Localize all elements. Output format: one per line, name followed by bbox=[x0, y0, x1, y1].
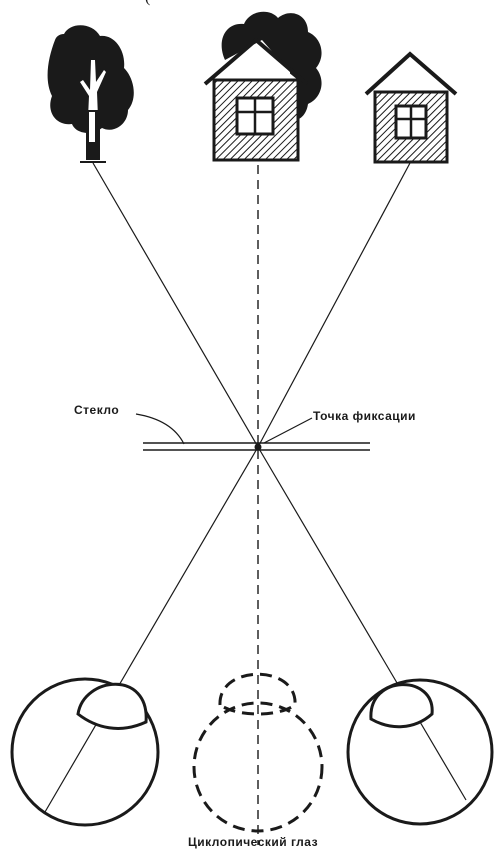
sight-line-right-house bbox=[258, 163, 410, 447]
right-house-icon bbox=[366, 54, 456, 162]
fixation-point-label: Точка фиксации bbox=[313, 409, 416, 423]
right-eye-icon bbox=[348, 680, 492, 824]
sight-line-right-eye bbox=[258, 447, 466, 800]
fixation-point-marker bbox=[255, 444, 262, 451]
sight-line-left-eye bbox=[45, 447, 258, 812]
glass-label: Стекло bbox=[74, 403, 119, 417]
left-eye-icon bbox=[12, 679, 158, 825]
sight-lines bbox=[45, 163, 466, 845]
tree-icon bbox=[48, 25, 134, 162]
glass-pointer bbox=[136, 414, 184, 444]
cyclopean-eye-label: Циклопический глаз bbox=[188, 835, 318, 849]
